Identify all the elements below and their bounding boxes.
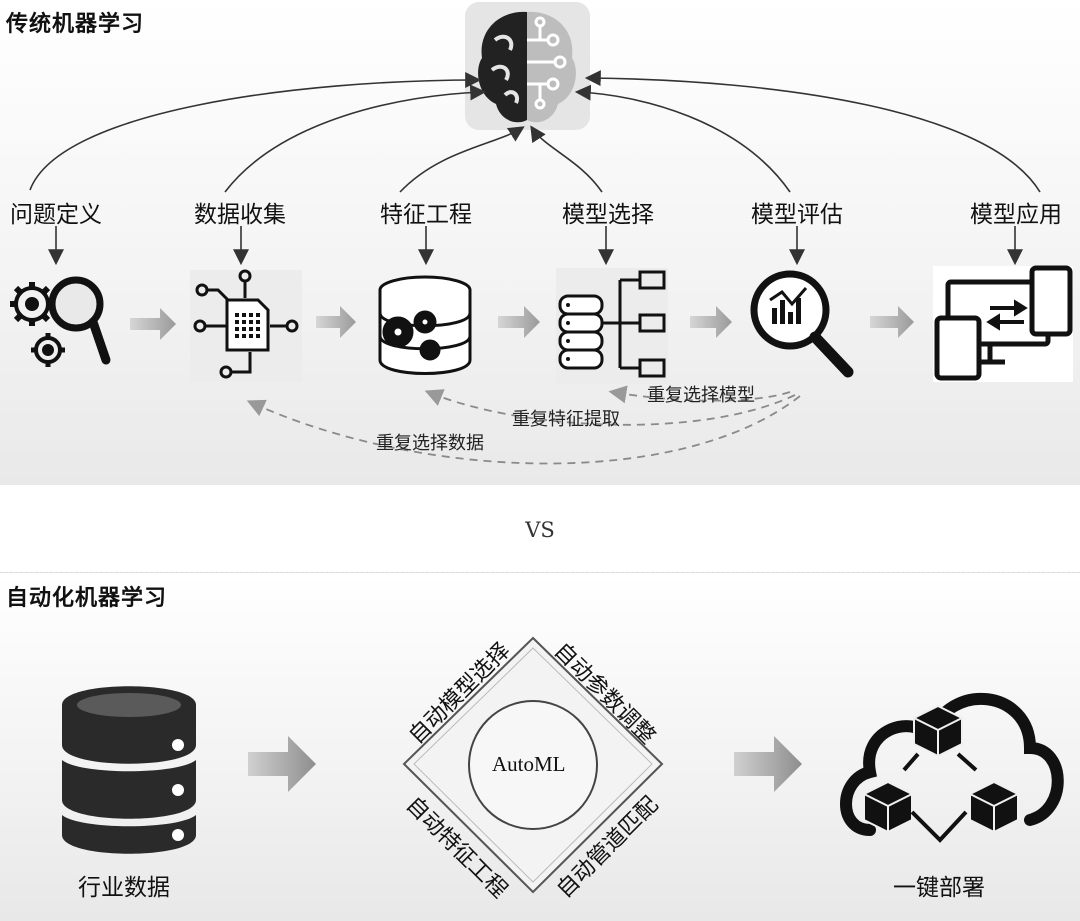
server-model-icon [556, 268, 668, 384]
loop-label-feature: 重复特征提取 [512, 409, 620, 430]
step-model-application: 模型应用 [970, 202, 1062, 228]
step-model-evaluation: 模型评估 [751, 202, 843, 228]
step-data-collection: 数据收集 [194, 202, 286, 228]
loop-label-data: 重复选择数据 [376, 433, 484, 454]
one-click-deploy-label: 一键部署 [893, 875, 985, 901]
industry-data-label: 行业数据 [78, 875, 170, 901]
database-gears-icon [378, 275, 472, 375]
step-feature-engineering: 特征工程 [380, 202, 472, 228]
traditional-ml-title: 传统机器学习 [6, 12, 145, 37]
automl-title: 自动化机器学习 [6, 586, 168, 611]
loop-label-model: 重复选择模型 [647, 385, 755, 406]
automl-center-label: AutoML [492, 752, 566, 776]
vs-label: VS [525, 518, 555, 542]
top-diagram-svg [10, 2, 1073, 465]
step-problem-definition: 问题定义 [10, 202, 102, 228]
brain-icon [465, 2, 590, 130]
devices-icon [933, 265, 1073, 382]
evaluate-chart-icon [750, 270, 854, 378]
repeat-loop-arrows [246, 385, 801, 465]
gears-magnifier-icon [10, 276, 111, 367]
step-down-arrows [48, 226, 1023, 266]
flow-arrows [130, 306, 914, 340]
step-model-selection: 模型选择 [562, 202, 654, 228]
document-collect-icon [190, 269, 302, 382]
feedback-to-brain-arrows [29, 70, 1041, 193]
